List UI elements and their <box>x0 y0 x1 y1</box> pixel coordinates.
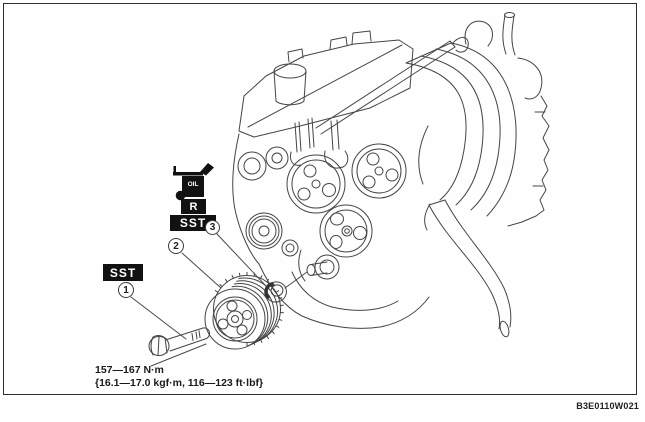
sst-label-lower: SST <box>103 264 143 281</box>
callout-2: 2 <box>168 238 184 254</box>
assembly-axis-line <box>284 271 308 289</box>
leader-callout-3 <box>216 233 267 287</box>
figure-border <box>3 3 637 395</box>
leader-callout-1 <box>130 296 187 340</box>
torque-spec-alt-units: {16.1—17.0 kgf·m, 116—123 ft·lbf} <box>95 376 264 389</box>
sst-label-lower-text: SST <box>109 265 137 280</box>
replace-part-label-text: R <box>189 200 198 213</box>
oil-can-icon: OIL <box>173 163 214 201</box>
replace-part-label: R <box>181 199 206 214</box>
leader-lines <box>130 233 308 367</box>
callout-3: 3 <box>205 220 220 235</box>
torque-spec-nm: 157—167 N·m <box>95 364 164 376</box>
sst-label-upper: SST <box>170 215 216 231</box>
torque-spec: 157—167 N·m {16.1—17.0 kgf·m, 116—123 ft… <box>95 364 263 389</box>
washer-drawing <box>264 281 287 303</box>
leader-callout-2 <box>181 252 222 289</box>
pulley-bolt-drawing <box>148 327 211 356</box>
callout-1: 1 <box>118 282 134 298</box>
crankshaft-pulley-drawing <box>204 271 284 350</box>
engine-drawing <box>232 12 550 338</box>
oil-icon-label: OIL <box>188 181 199 188</box>
oil-drop-icon <box>175 190 186 201</box>
leader-torque-spec <box>150 343 207 367</box>
figure-code: B3E0110W021 <box>576 401 639 411</box>
sst-label-upper-text: SST <box>179 216 207 230</box>
